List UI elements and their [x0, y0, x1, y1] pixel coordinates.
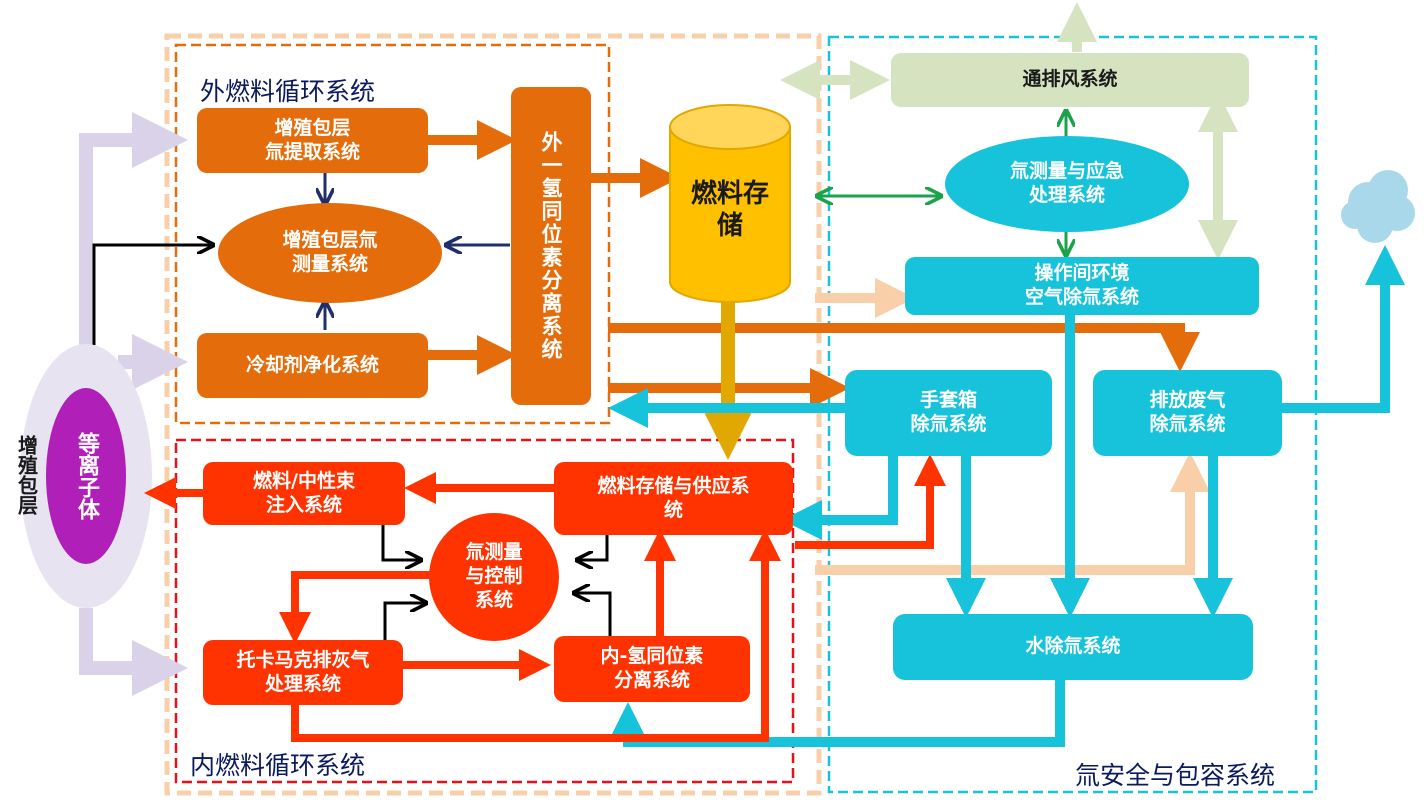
vent-box	[891, 53, 1249, 107]
outer-fuel-cycle-frame	[174, 43, 611, 425]
blanket-extract-box	[197, 108, 428, 173]
tritium-emergency-ellipse	[945, 136, 1189, 232]
coolant-box	[197, 333, 428, 398]
outer-cycle-title: 外燃料循环系统	[200, 77, 376, 106]
inner-isotope-label: 内-氢同位素 分离系统	[600, 645, 704, 691]
room-air-box	[905, 257, 1259, 315]
tritium-control-circle	[429, 513, 559, 641]
blanket-extract-label: 增殖包层 氚提取系统	[264, 116, 360, 163]
outer-measure-links	[325, 173, 510, 330]
vent-label: 通排风系统	[1022, 68, 1118, 91]
fuel-injection-label: 燃料/中性束 注入系统	[253, 469, 355, 516]
storage-supply-label: 燃料存储与供应系 统	[597, 474, 750, 521]
tokamak-exhaust-label: 托卡马克排灰气 处理系统	[236, 648, 370, 695]
inner-fuel-cycle-frame	[174, 438, 795, 784]
blanket-measure-label: 增殖包层氚 测量系统	[282, 229, 378, 275]
outer-frame-peach	[164, 33, 822, 796]
storage-supply-box	[554, 462, 793, 535]
emergency-links	[818, 112, 1066, 254]
plasma-ellipse	[46, 388, 126, 564]
room-air-label: 操作间环境 空气除氚系统	[1024, 262, 1139, 308]
inner-cycle-title: 内燃料循环系统	[190, 751, 366, 780]
water-label: 水除氚系统	[1025, 635, 1121, 658]
fuel-storage-cylinder	[669, 104, 791, 303]
fuel-injection-box	[203, 462, 405, 525]
cyan-flow-arrows	[608, 245, 1405, 747]
exhaust-box	[1093, 370, 1282, 456]
coolant-label: 冷却剂净化系统	[245, 353, 379, 376]
water-box	[893, 614, 1253, 680]
outer-isotope-box	[511, 87, 591, 405]
control-links	[381, 525, 612, 640]
plasma-label: 等离子体	[74, 432, 99, 520]
fuel-storage-label: 燃料存 储	[690, 178, 769, 242]
blanket-label: 增殖包层	[14, 435, 39, 515]
vent-arrows	[780, 2, 1238, 260]
safety-system-title: 氚安全与包容系统	[1075, 761, 1276, 790]
tokamak-exhaust-box	[203, 640, 403, 705]
exhaust-label: 排放废气 除氚系统	[1149, 389, 1226, 435]
inner-isotope-box	[554, 636, 750, 702]
inner-loop-arrows	[144, 454, 946, 742]
outer-loop-arrows	[428, 120, 1200, 408]
exhaust-cloud	[1341, 170, 1415, 243]
peach-arrows	[815, 278, 1210, 575]
blanket-measure-ellipse	[218, 203, 442, 303]
tritium-emergency-label: 氚测量与应急 处理系统	[1009, 160, 1124, 206]
outer-isotope-label: 外一氢同位素分离系统	[539, 131, 563, 361]
glovebox-box	[845, 370, 1052, 456]
tritium-control-label: 氚测量 与控制 系统	[465, 541, 523, 611]
glovebox-label: 手套箱 除氚系统	[910, 389, 987, 435]
blanket-to-measure-line	[92, 245, 212, 345]
blanket-flow-arrows	[79, 112, 188, 696]
